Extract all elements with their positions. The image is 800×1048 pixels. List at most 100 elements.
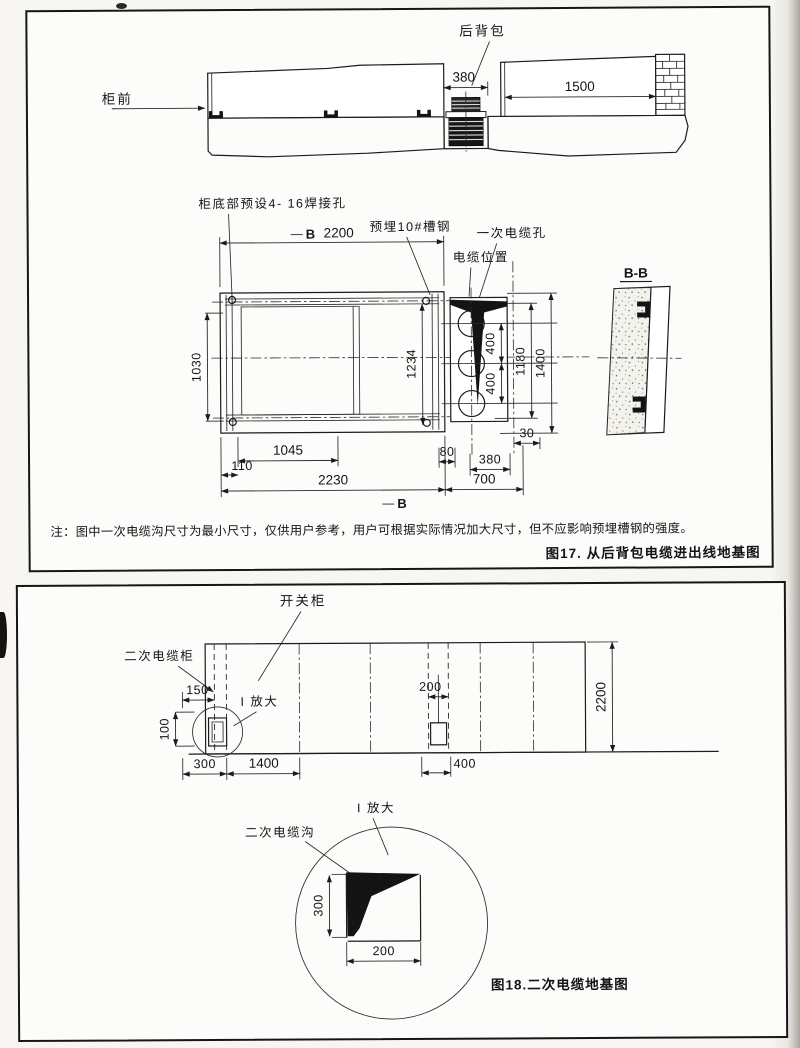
- embedded-channel-brackets: [208, 109, 431, 119]
- primary-cable-hole-plate: [441, 287, 558, 458]
- trench-edge-axis: [512, 261, 515, 454]
- cable-position-wedge: [450, 299, 508, 406]
- dim-1180: 1180: [494, 302, 538, 419]
- svg-text:1234: 1234: [404, 349, 418, 379]
- detail-ref-label: I 放大: [240, 694, 278, 709]
- secondary-cable-cabinet-label: 二次电缆柜: [124, 649, 194, 663]
- dim-380-plan: 380: [469, 452, 511, 476]
- foundation-left: [207, 116, 445, 158]
- detail-dim-300: 300: [311, 873, 348, 938]
- cabinet-body-left: [207, 63, 445, 119]
- svg-text:1030: 1030: [189, 352, 203, 382]
- cable-position-leader: [468, 267, 472, 297]
- svg-text:2200: 2200: [593, 682, 608, 712]
- switchgear-row-plan: 开关柜 二次电缆柜: [124, 593, 719, 781]
- plan-centerline: [211, 356, 590, 359]
- figure18-drawing: 开关柜 二次电缆柜: [124, 593, 719, 1020]
- dim-150: 150: [181, 683, 215, 709]
- section-mark-top: B: [306, 227, 316, 242]
- rear-entry-plan-view: 柜底部预设4- 16焊接孔 预埋10#槽钢 一次电缆孔 电缆位置 B 2200: [189, 195, 590, 511]
- figure17-drawing: 后背包 柜前 380 1500 柜底部预设4- 16: [50, 23, 761, 561]
- primary-cable-hole-leader: [478, 243, 498, 299]
- svg-text:1045: 1045: [273, 443, 303, 458]
- dim-110: 110: [220, 437, 253, 498]
- secondary-cable-cabinet-leader: [177, 665, 214, 693]
- detail-dim-200: 200: [346, 941, 422, 967]
- dim-trench-width: 380: [443, 70, 489, 96]
- section-bb-channel-top: [637, 301, 651, 318]
- detail-circle-marker: [192, 706, 244, 758]
- rail-axis-bottom: [212, 416, 450, 419]
- cabinet-front-label: 柜前: [102, 91, 133, 107]
- rear-pack-label: 后背包: [459, 23, 506, 38]
- scan-blemish-top: [116, 3, 127, 9]
- dim-300: 300: [182, 757, 228, 781]
- figure17-note: 注：图中一次电缆沟尺寸为最小尺寸，仅供用户参考，用户可根据实际情况加大尺寸，但不…: [50, 520, 693, 539]
- svg-text:1500: 1500: [565, 79, 595, 94]
- switchgear-label: 开关柜: [280, 593, 327, 608]
- section-bb-channel-bottom: [632, 396, 646, 413]
- section-mark-bottom: B: [382, 496, 408, 511]
- dim-2230: 2230: [220, 435, 446, 496]
- cable-trench-pit: [443, 116, 489, 150]
- svg-text:300: 300: [194, 757, 216, 771]
- dim-80: 80: [438, 445, 456, 468]
- figure18-caption: 图18.二次电缆地基图: [491, 976, 629, 993]
- svg-text:30: 30: [519, 426, 534, 440]
- figure18-frame: 开关柜 二次电缆柜: [15, 580, 789, 1043]
- svg-text:2230: 2230: [318, 472, 348, 487]
- detail-ref-leader: [233, 711, 257, 727]
- dim-1400: 1400: [226, 756, 301, 780]
- inner-opening: [240, 305, 361, 416]
- primary-cable-hole-label: 一次电缆孔: [477, 226, 547, 240]
- svg-text:400: 400: [484, 372, 498, 394]
- svg-text:300: 300: [311, 894, 325, 916]
- svg-text:200: 200: [373, 944, 395, 958]
- trench-cross-section: [345, 872, 422, 942]
- svg-text:380: 380: [452, 70, 475, 85]
- section-bb-centerline: [597, 357, 682, 359]
- dim-1030: 1030: [189, 312, 224, 422]
- dim-2200: 2200: [587, 641, 619, 753]
- dim-400: 400: [421, 757, 476, 777]
- dim-1234: 1234: [404, 303, 426, 426]
- brick-wall: [654, 53, 686, 117]
- detail-title: I 放大: [357, 800, 395, 815]
- dim-200: 200: [419, 680, 449, 700]
- cable-position-label: 电缆位置: [453, 249, 509, 264]
- channel-steel-rails: [225, 293, 440, 432]
- rear-pack-leader: [471, 41, 490, 86]
- svg-text:1400: 1400: [533, 348, 547, 378]
- dim-2200: B 2200: [219, 225, 445, 288]
- svg-text:700: 700: [473, 471, 496, 486]
- svg-text:100: 100: [158, 718, 172, 740]
- svg-text:2200: 2200: [324, 225, 354, 240]
- detail-i-view: I 放大 二次电缆沟 300: [245, 800, 489, 1020]
- cabinet-front-arrow: [111, 105, 206, 111]
- detail-circle: [295, 826, 489, 1020]
- svg-text:400: 400: [454, 757, 476, 771]
- dim-400-bottom: 400: [484, 363, 505, 404]
- dim-wall-distance: 1500: [504, 79, 657, 100]
- svg-text:1400: 1400: [249, 756, 279, 771]
- dim-400-top: 400: [483, 323, 505, 364]
- rail-axis-top: [212, 300, 450, 303]
- svg-text:200: 200: [419, 680, 441, 694]
- rear-entry-section-view: 后背包 柜前 380 1500: [102, 23, 689, 158]
- foundation-right: [487, 114, 689, 157]
- scan-blemish-left: [0, 612, 7, 658]
- figure17-caption: 图17. 从后背包电缆进出线地基图: [546, 544, 761, 561]
- trench-wedge: [346, 872, 421, 937]
- switchgear-leader: [257, 611, 302, 681]
- section-bb-concrete: [606, 287, 652, 436]
- dim-700: 700: [444, 445, 524, 496]
- weld-holes-label: 柜底部预设4- 16焊接孔: [198, 195, 346, 211]
- svg-text:110: 110: [231, 459, 253, 473]
- left-cable-slot: [192, 706, 244, 758]
- svg-text:1180: 1180: [513, 347, 527, 376]
- cabinet-dividers: [298, 642, 535, 754]
- secondary-trench-label: 二次电缆沟: [245, 825, 315, 839]
- figure17-frame: 后背包 柜前 380 1500 柜底部预设4- 16: [25, 5, 774, 573]
- dim-30: 30: [513, 426, 541, 450]
